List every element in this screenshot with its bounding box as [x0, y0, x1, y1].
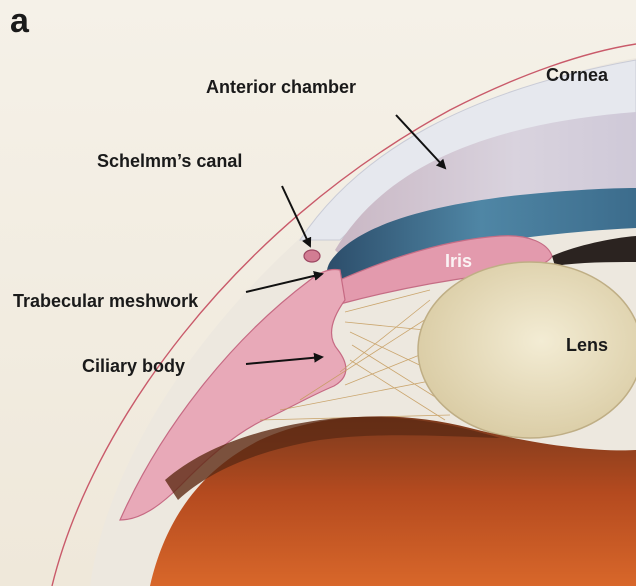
- label-schelmms-canal: Schelmm’s canal: [97, 152, 242, 170]
- label-trabecular-meshwork: Trabecular meshwork: [13, 292, 198, 310]
- schlemms-canal: [304, 250, 320, 262]
- label-cornea: Cornea: [546, 66, 608, 84]
- panel-letter: a: [10, 4, 29, 38]
- label-anterior-chamber: Anterior chamber: [206, 78, 356, 96]
- label-iris: Iris: [445, 252, 472, 270]
- label-lens: Lens: [566, 336, 608, 354]
- label-ciliary-body: Ciliary body: [82, 357, 185, 375]
